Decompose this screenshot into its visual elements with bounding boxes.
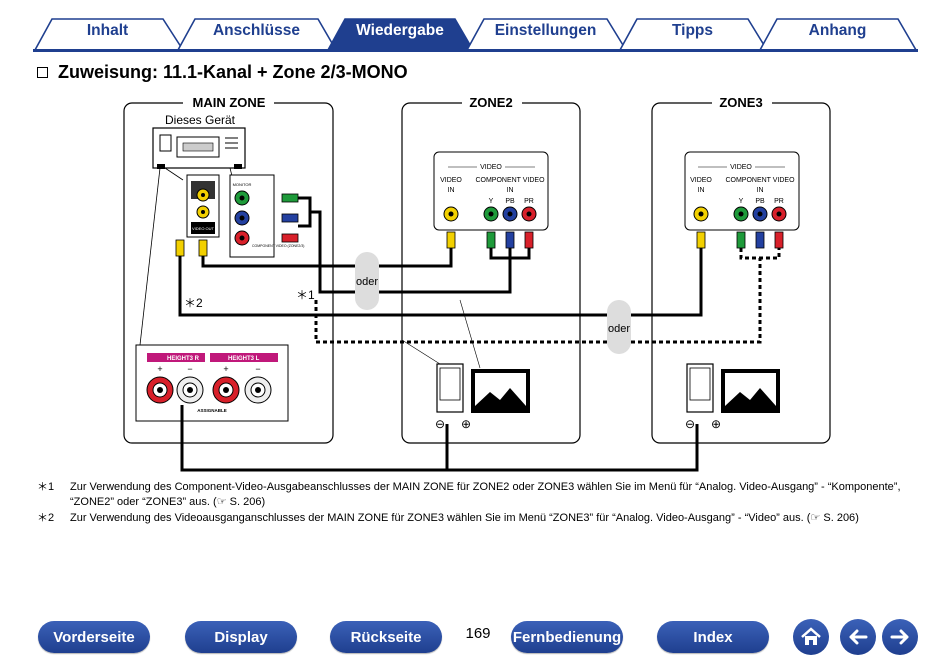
svg-text:MONITOR: MONITOR: [233, 182, 252, 187]
page-ref-icon: ☞: [810, 512, 821, 524]
footnote-2-mark: ＊2: [37, 512, 55, 524]
rca-plugs: [175, 193, 784, 257]
home-icon: [801, 627, 821, 645]
dashed-cable: [314, 248, 781, 344]
receiver-icon: [152, 127, 246, 169]
svg-text:⊖: ⊖: [685, 417, 695, 431]
remote-button[interactable]: Fernbedienung: [511, 621, 623, 653]
svg-text:VIDEO: VIDEO: [730, 164, 752, 171]
home-button[interactable]: [793, 619, 829, 655]
svg-text:+: +: [223, 364, 228, 374]
zone2-label: ZONE2: [469, 95, 512, 110]
oder-label-1: oder: [356, 276, 378, 288]
zone3-speaker-icon: [686, 363, 714, 413]
tab-baseline: [33, 49, 918, 52]
speaker-terminal-panel: HEIGHT3 R HEIGHT3 L + − + − ASSIGNABLE: [135, 344, 289, 422]
svg-text:VIDEO: VIDEO: [690, 177, 712, 184]
svg-text:IN: IN: [698, 187, 705, 194]
zone2-speaker-icon: [436, 363, 464, 413]
forward-button[interactable]: [882, 619, 918, 655]
tab-shape-anschluesse: [177, 18, 337, 51]
tab-einstellungen[interactable]: Einstellungen: [494, 22, 597, 39]
svg-text:VIDEO: VIDEO: [440, 177, 462, 184]
index-button[interactable]: Index: [657, 621, 769, 653]
oder-bubble-1: [355, 252, 379, 310]
tab-wiedergabe[interactable]: Wiedergabe: [356, 22, 444, 39]
svg-text:−: −: [187, 364, 192, 374]
svg-text:+: +: [157, 364, 162, 374]
svg-text:⊕: ⊕: [461, 417, 471, 431]
svg-text:PB: PB: [505, 198, 515, 205]
zone3-label: ZONE3: [719, 95, 762, 110]
svg-text:Y: Y: [739, 198, 744, 205]
svg-text:ASSIGNABLE: ASSIGNABLE: [197, 408, 227, 413]
page-title: Zuweisung: 11.1-Kanal + Zone 2/3-MONO: [58, 61, 408, 82]
rear-panel-button[interactable]: Rückseite: [330, 621, 442, 653]
section-heading: Zuweisung: 11.1-Kanal + Zone 2/3-MONO: [37, 60, 408, 84]
tab-tipps[interactable]: Tipps: [671, 22, 714, 39]
tab-shapes: [34, 18, 917, 51]
svg-text:PB: PB: [755, 198, 765, 205]
svg-text:−: −: [255, 364, 260, 374]
tab-shape-einstellungen: [466, 18, 627, 51]
display-button[interactable]: Display: [185, 621, 297, 653]
svg-text:IN: IN: [507, 187, 514, 194]
device-label: Dieses Gerät: [165, 113, 236, 127]
zone3-tv-icon: [721, 369, 780, 413]
arrow-right-icon: [890, 629, 909, 645]
zone2-input-panel: VIDEO VIDEO IN COMPONENT VIDEO IN Y PB P…: [433, 151, 549, 231]
tab-anhang[interactable]: Anhang: [808, 22, 867, 39]
footnote-1-text: Zur Verwendung des Component-Video-Ausga…: [70, 481, 901, 508]
zone2-tv-icon: [471, 369, 530, 413]
svg-text:HEIGHT3 L: HEIGHT3 L: [228, 356, 260, 362]
svg-text:COMPONENT VIDEO (ZONE2/3): COMPONENT VIDEO (ZONE2/3): [252, 244, 304, 248]
tab-shape-anhang: [759, 18, 917, 51]
footnote-1-mark: ＊1: [37, 481, 55, 493]
oder-label-2: oder: [608, 323, 630, 335]
mark-1: ＊1: [296, 288, 315, 302]
svg-text:VIDEO: VIDEO: [480, 164, 502, 171]
mark-2: ＊2: [184, 296, 203, 310]
zone3-input-panel: VIDEO VIDEO IN COMPONENT VIDEO IN Y PB P…: [684, 151, 800, 231]
footnote-2-ref[interactable]: S. 206: [823, 512, 856, 524]
front-panel-button[interactable]: Vorderseite: [38, 621, 150, 653]
svg-text:HEIGHT3 R: HEIGHT3 R: [167, 356, 200, 362]
page-ref-icon: ☞: [216, 496, 227, 508]
svg-text:COMPONENT VIDEO: COMPONENT VIDEO: [725, 177, 795, 184]
component-out-panel: MONITOR COMPONENT VIDEO (ZONE2/3): [229, 174, 304, 258]
svg-text:⊕: ⊕: [711, 417, 721, 431]
svg-text:COMPONENT VIDEO: COMPONENT VIDEO: [475, 177, 545, 184]
page-number: 169: [465, 625, 491, 642]
svg-text:VIDEO OUT: VIDEO OUT: [192, 226, 215, 231]
tab-inhalt[interactable]: Inhalt: [86, 22, 129, 39]
bullet-box-icon: [37, 66, 48, 78]
cables: [178, 196, 703, 472]
video-out-panel: VIDEO OUT: [186, 174, 220, 238]
footnote-1-ref[interactable]: S. 206: [229, 496, 262, 508]
top-tab-bar: Inhalt Anschlüsse Wiedergabe Einstellung…: [0, 0, 950, 56]
svg-text:PR: PR: [774, 198, 784, 205]
svg-text:IN: IN: [448, 187, 455, 194]
oder-bubble-2: [607, 300, 631, 354]
svg-text:⊖: ⊖: [435, 417, 445, 431]
main-zone-label: MAIN ZONE: [193, 95, 266, 110]
tab-shape-inhalt: [34, 18, 184, 51]
svg-text:PR: PR: [524, 198, 534, 205]
footnote-2-text: Zur Verwendung des Videoausganganschluss…: [70, 512, 859, 524]
svg-text:IN: IN: [757, 187, 764, 194]
tab-anschluesse[interactable]: Anschlüsse: [212, 22, 300, 39]
svg-text:Y: Y: [489, 198, 494, 205]
tab-shape-wiedergabe: [327, 18, 474, 51]
tab-shape-tipps: [619, 18, 768, 51]
back-button[interactable]: [840, 619, 876, 655]
arrow-left-icon: [849, 629, 868, 645]
